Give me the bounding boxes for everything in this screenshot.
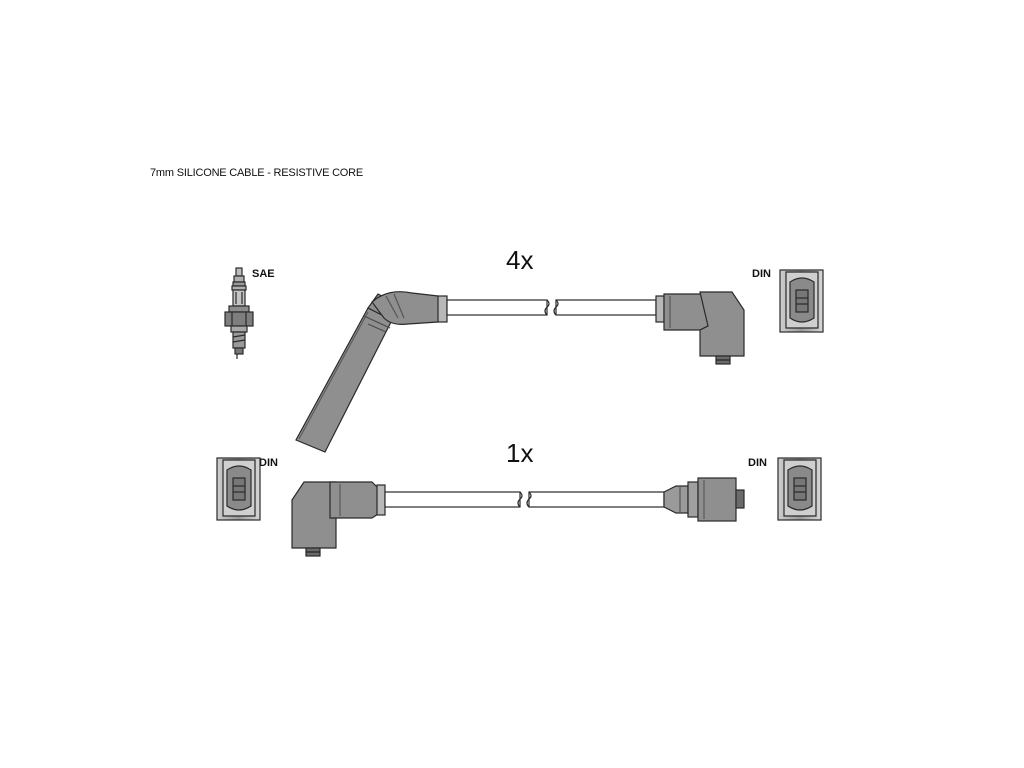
cable-quantity-1x: 1x — [506, 438, 534, 468]
right-angle-boot-1x — [291, 481, 386, 557]
din-connector-icon-top — [779, 269, 824, 333]
wire-4x — [446, 299, 657, 316]
coil-boot-1x — [663, 477, 745, 522]
din-label-top-right: DIN — [752, 268, 771, 280]
sae-label: SAE — [252, 268, 275, 280]
spark-plug-icon — [224, 267, 254, 359]
cable-1x — [291, 477, 745, 557]
din-label-bottom-left: DIN — [259, 457, 278, 469]
cable-4x — [295, 291, 745, 453]
cable-quantity-4x: 4x — [506, 245, 534, 275]
right-angle-boot-4x — [655, 291, 745, 365]
din-connector-icon-bottom-right — [777, 457, 822, 521]
wire-1x — [384, 491, 665, 508]
din-connector-icon-bottom-left — [216, 457, 261, 521]
din-label-bottom-right: DIN — [748, 457, 767, 469]
straight-boot-4x — [295, 291, 448, 453]
diagram-caption: 7mm SILICONE CABLE - RESISTIVE CORE — [150, 167, 364, 179]
